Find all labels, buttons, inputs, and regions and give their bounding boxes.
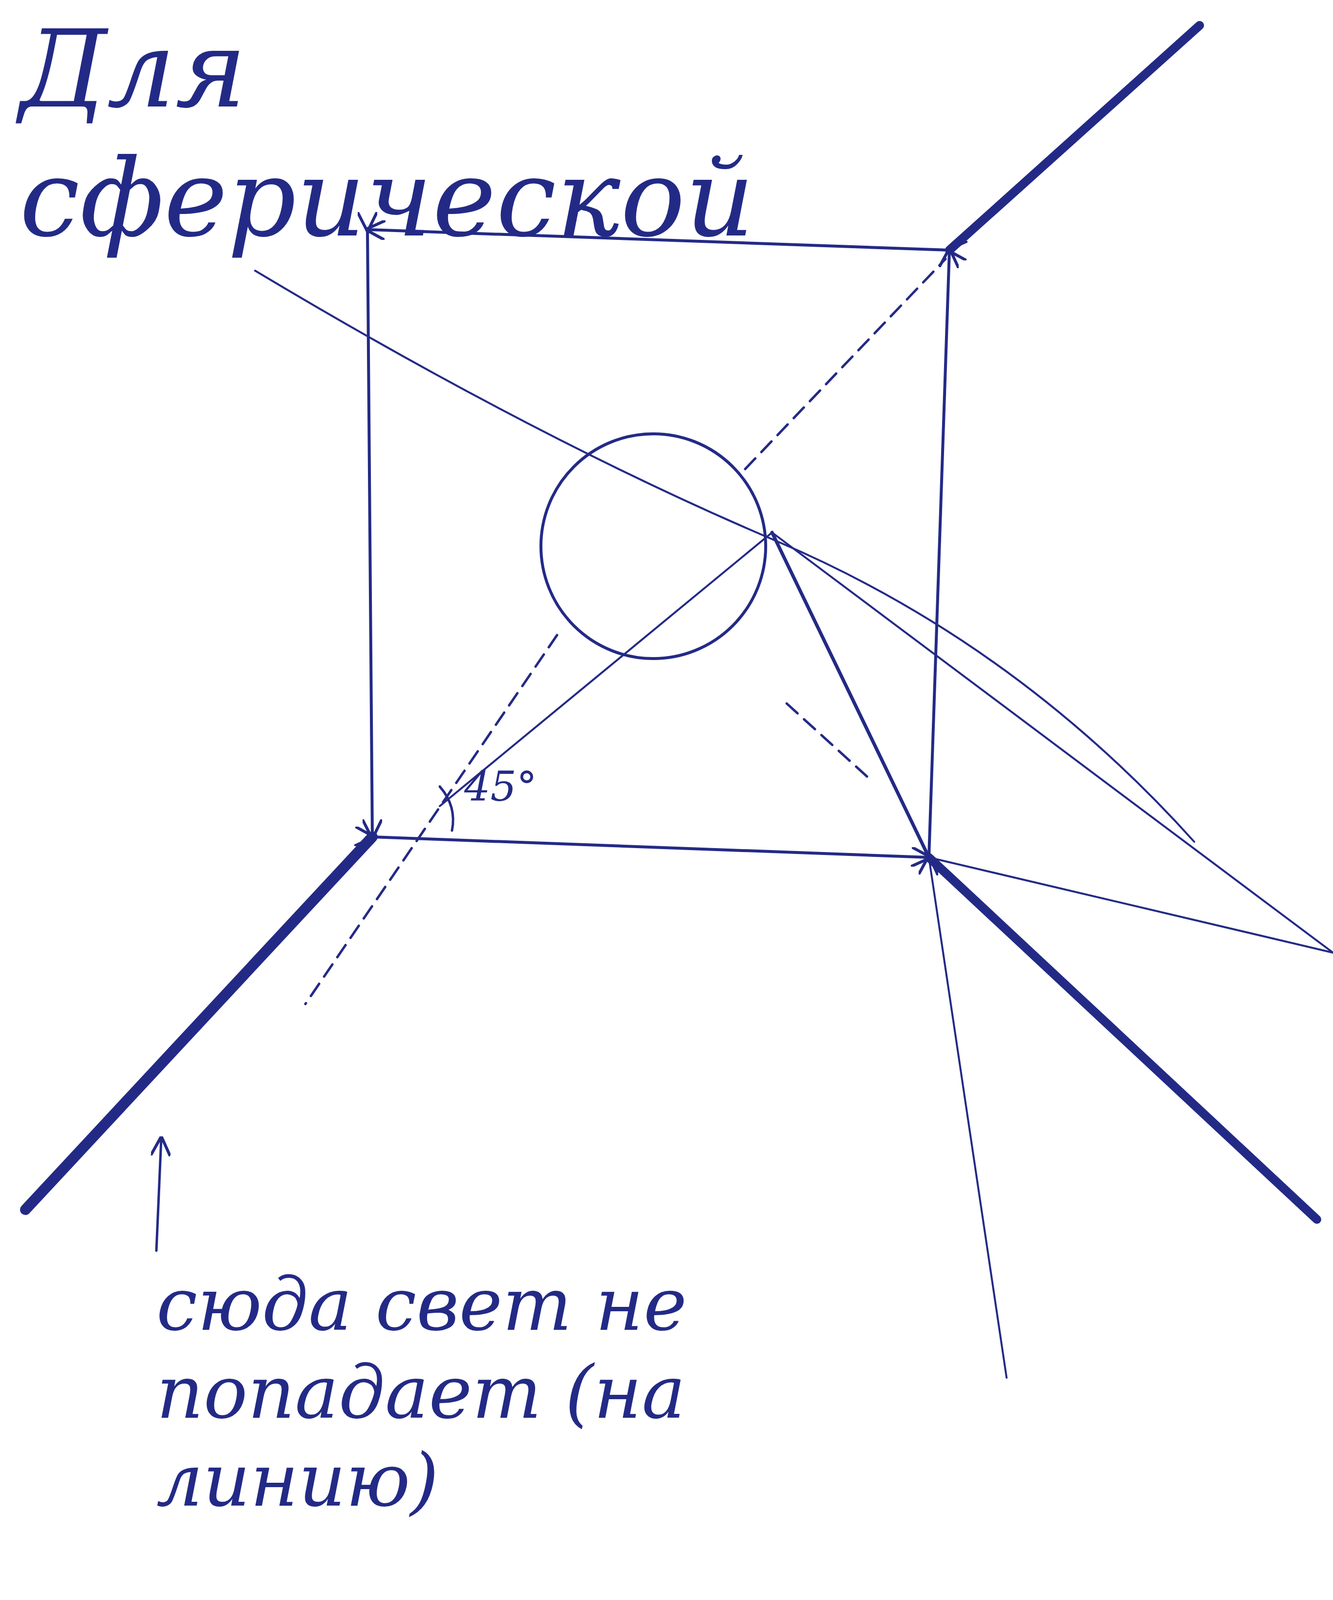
square-edge [367,229,373,838]
sphere [540,433,766,659]
ray-line [772,532,1333,953]
dashed-line [745,258,946,470]
thick-line [25,837,373,1210]
curve-line [255,270,1195,842]
square-edge [928,250,950,858]
thick-line [949,25,1200,251]
ray-line [928,857,1007,1378]
dashed-line [786,703,868,777]
angle-label: 45° [464,762,538,812]
ray-line [772,532,929,858]
thick-line [928,857,1317,1220]
dashed-line [305,635,558,1005]
angle-arc [439,786,453,831]
ray-line [928,857,1333,953]
square-edge [372,837,929,858]
note-text: сюда свет не попадает (на линию) [156,1260,719,1525]
leader-line [156,1138,162,1251]
heading-note: Для сферической [19,4,997,263]
